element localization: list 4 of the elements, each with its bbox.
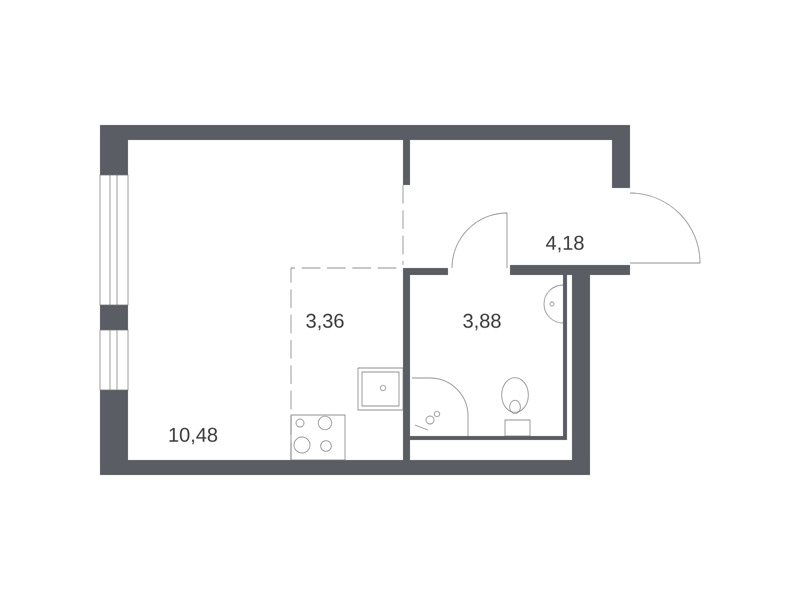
- area-label: 3,88: [463, 314, 501, 330]
- area-label: 3,36: [306, 314, 344, 330]
- area-label: 4,18: [546, 236, 584, 252]
- area-label: 10,48: [170, 428, 218, 444]
